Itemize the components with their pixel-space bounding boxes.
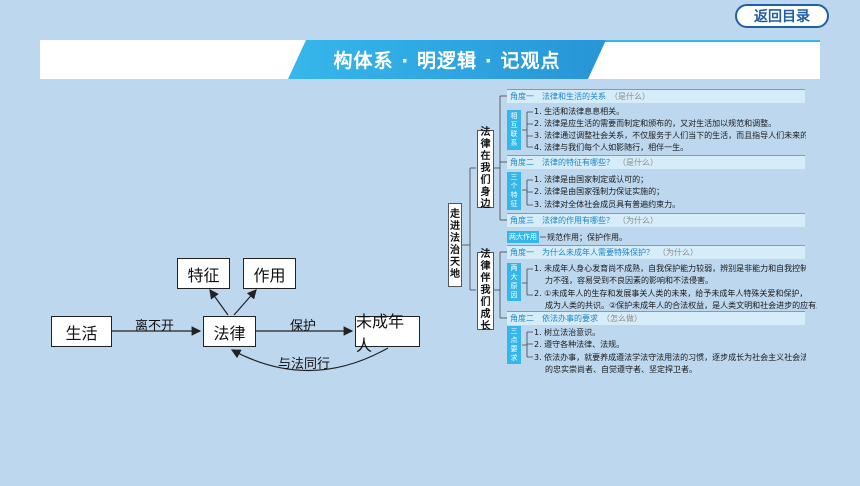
edge-label-life-law: 离不开 — [135, 319, 175, 334]
tag-b2-1: 两大原因 — [507, 263, 521, 301]
item-b2-2-4: 的忠实崇尚者、自觉遵守者、坚定捍卫者。 — [545, 365, 697, 374]
tag-b2-2: 三点要求 — [507, 326, 521, 364]
item-b1-2-2: 2. 法律是由国家强制力保证实施的； — [534, 187, 665, 196]
angle-bar-b2-1: 角度一 为什么未成年人需要特殊保护？（为什么） — [507, 245, 805, 259]
item-b2-1-3: 2. ①未成年人的生存和发展事关人类的未来，给予未成年人特殊关爱和保护，已成 — [534, 289, 806, 298]
arrow-law-role — [233, 289, 257, 316]
tag-b1-2: 三个特征 — [507, 172, 521, 210]
item-b1-1-3: 3. 法律通过调整社会关系，不仅服务于人们当下的生活，而且指导人们未来的生 — [534, 131, 806, 140]
item-b2-2-1: 1. 树立法治意识。 — [534, 328, 601, 337]
item-b1-1-2: 2. 法律是应生活的需要而制定和颁布的，又对生活加以规范和调整。 — [534, 119, 777, 128]
angle-bar-b1-3: 角度三 法律的作用有哪些？（为什么） — [507, 213, 805, 227]
item-b1-1-1: 1. 生活和法律息息相关。 — [534, 107, 625, 116]
item-b1-1-4: 4. 法律与我们每个人如影随行，相伴一生。 — [534, 143, 689, 152]
header-accent-line — [604, 40, 820, 42]
page-title: 构体系 · 明逻辑 · 记观点 — [288, 40, 606, 79]
node-law: 法律 — [203, 316, 256, 347]
node-life: 生活 — [51, 316, 112, 347]
edge-label-minor-law: 与法同行 — [278, 357, 331, 372]
item-b2-2-2: 2. 遵守各种法律、法规。 — [534, 340, 625, 349]
item-b1-2-3: 3. 法律对全体社会成员具有普遍约束力。 — [534, 200, 681, 209]
edge-label-law-minor: 保护 — [290, 319, 317, 334]
angle-bar-b1-1: 角度一 法律和生活的关系（是什么） — [507, 89, 805, 103]
back-to-contents-button[interactable]: 返回目录 — [735, 4, 829, 28]
item-b2-1-4: 成为人类的共识。②保护未成年人的合法权益，是人类文明和社会进步的应有之义 — [545, 301, 817, 310]
tag-b1-1: 相互联系 — [507, 110, 521, 150]
arrow-minor-law — [230, 347, 389, 372]
branch-law-around-us: 法律在我们身边 — [477, 127, 494, 210]
arrow-law-feature — [209, 289, 229, 316]
angle-bar-b1-2: 角度二 法律的特征有哪些？（是什么） — [507, 155, 805, 169]
item-b1-3-1: 规范作用；保护作用。 — [547, 233, 627, 242]
item-b2-2-3: 3. 依法办事，就要养成遵法学法守法用法的习惯，逐步成长为社会主义社会法 — [534, 353, 806, 362]
item-b1-2-1: 1. 法律是由国家制定或认可的； — [534, 175, 649, 184]
branch-law-with-growth: 法律伴我们成长 — [477, 249, 494, 332]
tag-b1-3: 两大作用 — [507, 231, 539, 243]
angle-bar-b2-2: 角度二 依法办事的要求（怎么做） — [507, 311, 805, 325]
node-minor: 未成年人 — [355, 312, 420, 355]
node-role: 作用 — [243, 258, 296, 289]
mind-map-root: 走进法治天地 — [448, 203, 462, 287]
item-b2-1-2: 力不强，容易受到不良因素的影响和不法侵害。 — [545, 276, 713, 285]
node-feature: 特征 — [177, 258, 230, 289]
item-b2-1-1: 1. 未成年人身心发育尚不成熟，自我保护能力较弱，辨别是非能力和自我控制 — [534, 264, 806, 273]
